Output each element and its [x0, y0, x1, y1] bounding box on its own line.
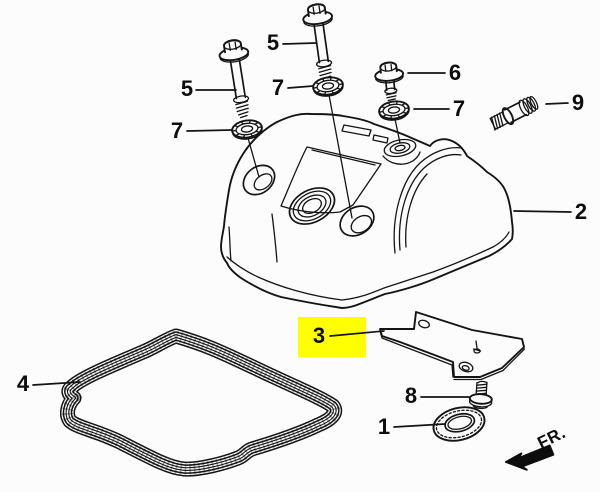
callout-2[interactable]: 2 — [513, 199, 587, 224]
highlight-part-3 — [298, 317, 366, 357]
callout-label[interactable]: 3 — [313, 323, 325, 348]
front-arrow-icon — [505, 444, 555, 471]
callout-label[interactable]: 9 — [572, 90, 584, 115]
plate-hole-2 — [458, 361, 474, 373]
part-7-washer-center-drawing — [311, 74, 346, 99]
cover-bolt-boss — [383, 138, 417, 158]
callout-label[interactable]: 8 — [405, 383, 417, 408]
part-6-bolt-drawing — [374, 61, 405, 102]
cover-dome-edge — [393, 146, 463, 254]
front-direction-indicator: FR. — [505, 423, 569, 471]
front-direction-label: FR. — [534, 423, 568, 453]
callout-label[interactable]: 4 — [17, 371, 30, 396]
plate-hole-1 — [418, 319, 430, 329]
plate-outline — [379, 311, 525, 378]
callout-7-left[interactable]: 7 — [171, 118, 233, 143]
part-4-gasket-drawing — [60, 328, 343, 477]
callout-label[interactable]: 2 — [575, 199, 587, 224]
cover-boss-band — [382, 151, 421, 165]
callout-3-highlighted[interactable]: 3 — [313, 323, 385, 348]
part-3-plate-drawing — [379, 311, 526, 381]
part-2-cylinder-head-cover-drawing — [220, 112, 514, 309]
part-5-bolt-left-drawing — [216, 37, 260, 121]
part-1-grommet-drawing — [432, 406, 486, 442]
callout-1[interactable]: 1 — [378, 414, 446, 439]
callout-8[interactable]: 8 — [405, 383, 470, 408]
part-7-washer-right-drawing — [377, 98, 412, 123]
cover-top-slot-2 — [372, 134, 389, 144]
cover-dome-arc-2 — [398, 153, 462, 251]
callout-label[interactable]: 7 — [453, 96, 465, 121]
cover-top-panel — [280, 146, 382, 214]
plate-pin — [472, 340, 482, 354]
callout-4[interactable]: 4 — [17, 371, 81, 396]
callout-7-right[interactable]: 7 — [413, 96, 465, 121]
callout-7-center[interactable]: 7 — [272, 75, 314, 100]
cover-dome-arc-3 — [405, 173, 428, 248]
callout-label[interactable]: 1 — [378, 414, 390, 439]
callout-label[interactable]: 5 — [181, 76, 193, 101]
callout-label[interactable]: 6 — [449, 60, 461, 85]
plate-thickness-edges — [379, 330, 526, 381]
gasket-ring — [60, 328, 343, 477]
assembly-line-center — [328, 94, 353, 219]
callout-6[interactable]: 6 — [407, 60, 461, 85]
gasket-texture — [61, 330, 341, 475]
callout-label[interactable]: 7 — [272, 75, 284, 100]
assembly-line-left — [247, 137, 260, 178]
cover-skirt-line — [226, 231, 510, 301]
assembly-line-right — [394, 118, 401, 144]
cover-top-slot-1 — [341, 124, 372, 137]
callout-label[interactable]: 5 — [267, 30, 279, 55]
part-9-cap-drawing — [489, 95, 539, 131]
part-8-bolt-drawing — [468, 380, 493, 410]
callout-label[interactable]: 7 — [171, 118, 183, 143]
callout-5-center[interactable]: 5 — [267, 30, 317, 55]
cover-face-lines — [228, 213, 278, 263]
cover-oil-filler-rings — [288, 187, 336, 225]
cover-outline — [220, 112, 514, 309]
callout-9[interactable]: 9 — [545, 90, 584, 115]
callout-5-left[interactable]: 5 — [181, 76, 237, 101]
